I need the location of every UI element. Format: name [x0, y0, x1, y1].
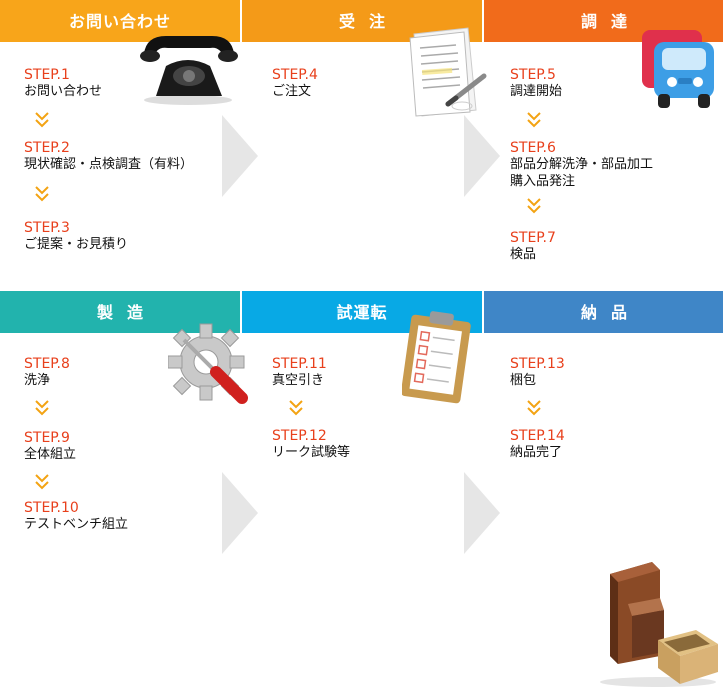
step-label: STEP.12 [272, 428, 327, 444]
step-text: 梱包 [510, 373, 537, 388]
clipboard-icon [402, 311, 471, 404]
step-11: STEP.11 真空引き [272, 356, 327, 389]
flow-arrow-icon [222, 115, 258, 197]
step-text: 全体組立 [24, 447, 77, 462]
step-label: STEP.7 [510, 230, 556, 246]
step-text-line2: 購入品発注 [510, 174, 576, 189]
step-label: STEP.3 [24, 220, 70, 236]
step-text: リーク試験等 [272, 445, 351, 460]
header-delivery: 納品 [484, 291, 723, 333]
step-label: STEP.2 [24, 140, 70, 156]
step-text: 納品完了 [510, 445, 563, 460]
header-inquiry: お問い合わせ [0, 0, 240, 42]
step-text: 部品分解洗浄・部品加工 [510, 157, 654, 172]
step-label: STEP.9 [24, 430, 70, 446]
step-text: ご注文 [272, 84, 312, 99]
truck-icon [642, 30, 714, 108]
down-arrow-icon [527, 400, 541, 416]
flow-arrow-icon [222, 472, 258, 554]
step-4: STEP.4 ご注文 [272, 67, 318, 100]
step-13: STEP.13 梱包 [510, 356, 565, 389]
step-label: STEP.14 [510, 428, 565, 444]
step-7: STEP.7 検品 [510, 230, 556, 263]
step-10: STEP.10 テストベンチ組立 [24, 500, 128, 533]
step-text: 真空引き [272, 373, 325, 388]
down-arrow-icon [289, 400, 303, 416]
step-label: STEP.8 [24, 356, 70, 372]
gear-screwdriver-icon [168, 323, 248, 404]
header-order: 受注 [242, 0, 482, 42]
step-2: STEP.2 現状確認・点検調査（有料） [24, 140, 193, 173]
flow-arrow-icon [464, 472, 500, 554]
down-arrow-icon [35, 112, 49, 128]
step-label: STEP.11 [272, 356, 327, 372]
telephone-icon [140, 36, 238, 105]
flow-arrow-icon [464, 115, 500, 197]
step-text: 洗浄 [24, 373, 51, 388]
document-pen-icon [409, 27, 487, 117]
step-text: ご提案・お見積り [24, 237, 129, 252]
down-arrow-icon [527, 112, 541, 128]
step-text: テストベンチ組立 [24, 517, 129, 532]
step-label: STEP.4 [272, 67, 318, 83]
down-arrow-icon [527, 198, 541, 214]
step-label: STEP.5 [510, 67, 556, 83]
box-icon [600, 562, 718, 687]
step-9: STEP.9 全体組立 [24, 430, 76, 463]
step-12: STEP.12 リーク試験等 [272, 428, 350, 461]
step-label: STEP.13 [510, 356, 565, 372]
step-8: STEP.8 洗浄 [24, 356, 70, 389]
down-arrow-icon [35, 186, 49, 202]
step-label: STEP.6 [510, 140, 556, 156]
step-3: STEP.3 ご提案・お見積り [24, 220, 128, 253]
step-text: 調達開始 [510, 84, 563, 99]
step-label: STEP.1 [24, 67, 70, 83]
step-text: 検品 [510, 247, 537, 262]
step-14: STEP.14 納品完了 [510, 428, 565, 461]
down-arrow-icon [35, 400, 49, 416]
step-6: STEP.6 部品分解洗浄・部品加工 購入品発注 [510, 140, 653, 190]
step-text: 現状確認・点検調査（有料） [24, 157, 194, 172]
step-1: STEP.1 お問い合わせ [24, 67, 102, 100]
down-arrow-icon [35, 474, 49, 490]
step-5: STEP.5 調達開始 [510, 67, 562, 100]
step-label: STEP.10 [24, 500, 79, 516]
step-text: お問い合わせ [24, 84, 103, 99]
